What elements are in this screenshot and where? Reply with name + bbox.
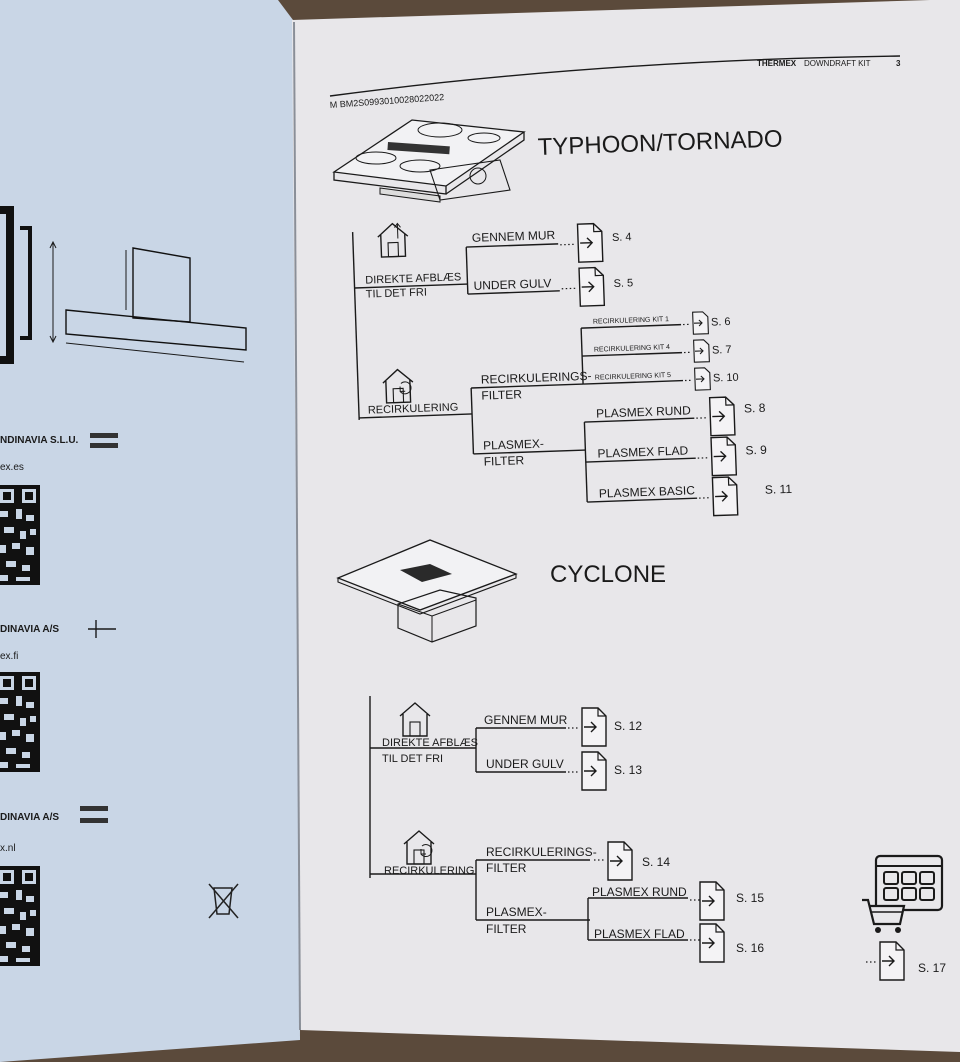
branch-label: FILTER [481, 387, 522, 402]
page-ref: S. 4 [612, 231, 632, 244]
branch-label: FILTER [486, 922, 527, 936]
left-page-content: NDINAVIA S.L.U. ex.es DINAVIA A/S ex.fi … [0, 206, 247, 966]
branch-label: PLASMEX- [483, 437, 544, 453]
option-label: PLASMEX FLAD [594, 927, 685, 941]
branch-label: RECIRKULERING [384, 865, 474, 877]
option-label: PLASMEX FLAD [597, 443, 688, 460]
distributor-url: ex.fi [0, 651, 18, 662]
webshop-cart-icon [862, 854, 944, 933]
page-ref: S. 5 [613, 277, 633, 290]
distributor-url: ex.es [0, 462, 24, 473]
product-name: DOWNDRAFT KIT [804, 59, 871, 68]
brand-name: THERMEX [757, 59, 797, 68]
page-ref: S. 17 [918, 961, 946, 975]
option-label: PLASMEX BASIC [599, 483, 696, 500]
qr-code [0, 485, 40, 585]
page-reference-icon [699, 881, 725, 921]
branch-label: FILTER [486, 861, 527, 875]
page-number: 3 [896, 59, 901, 68]
branch-label: PLASMEX- [486, 905, 547, 919]
page-ref: S. 15 [736, 891, 764, 905]
typhoon-labels: DIREKTE AFBLÆS TIL DET FRI GENNEM MUR S.… [365, 228, 793, 501]
distributor-name: DINAVIA A/S [0, 624, 59, 635]
page-ref: S. 13 [614, 763, 642, 777]
branch-label: TIL DET FRI [382, 753, 443, 765]
option-label: RECIRKULERING KIT 1 [593, 316, 669, 326]
page-ref: S. 7 [712, 344, 732, 357]
section-title: CYCLONE [550, 561, 666, 588]
page-ref: S. 14 [642, 855, 670, 869]
branch-label: DIREKTE AFBLÆS [382, 737, 478, 749]
page-reference-icon [692, 311, 709, 335]
page-reference-icon [699, 923, 725, 963]
page-reference-icon [607, 841, 633, 881]
branch-label: RECIRKULERING [368, 401, 459, 416]
page-ref: S. 16 [736, 941, 764, 955]
page-ref: S. 10 [713, 372, 739, 385]
branch-label: TIL DET FRI [366, 286, 428, 300]
page-reference-icon [581, 751, 607, 791]
right-page [292, 0, 960, 1052]
branch-label: DIREKTE AFBLÆS [365, 271, 461, 286]
branch-label: RECIRKULERINGS- [481, 369, 592, 387]
option-label: PLASMEX RUND [592, 885, 687, 899]
distributor-name: NDINAVIA S.L.U. [0, 435, 79, 446]
cyclone-labels: DIREKTE AFBLÆS TIL DET FRI GENNEM MUR S.… [382, 713, 764, 955]
page-ref: S. 6 [711, 316, 731, 329]
left-page [0, 0, 300, 1062]
typhoon-illustration [332, 119, 526, 203]
cyclone-tree [369, 696, 905, 981]
page-ref: S. 12 [614, 719, 642, 733]
weee-bin-icon [208, 883, 239, 919]
qr-code [0, 672, 40, 772]
page-ref: S. 9 [745, 443, 767, 458]
option-label: PLASMEX RUND [596, 403, 691, 420]
option-label: RECIRKULERING KIT 4 [594, 344, 670, 354]
qr-code [0, 866, 40, 966]
option-label: RECIRKULERING KIT 5 [595, 372, 671, 382]
page-reference-icon [576, 222, 604, 263]
option-label: GENNEM MUR [484, 713, 568, 727]
distributor-url: x.nl [0, 843, 16, 854]
page-reference-icon [578, 266, 606, 307]
page-ref: S. 11 [765, 482, 793, 497]
option-label: UNDER GULV [473, 276, 551, 293]
page-reference-icon [879, 941, 905, 981]
branch-label: FILTER [483, 453, 524, 468]
page-ref: S. 8 [744, 401, 766, 416]
branch-label: RECIRKULERINGS- [486, 845, 597, 859]
book-spine [293, 21, 301, 1031]
cyclone-illustration [336, 539, 518, 643]
page-reference-icon [711, 476, 739, 517]
option-label: UNDER GULV [486, 757, 564, 771]
page-reference-icon [708, 396, 736, 437]
page-reference-icon [581, 707, 607, 747]
option-label: GENNEM MUR [472, 228, 556, 245]
distributor-name: DINAVIA A/S [0, 812, 59, 823]
page-reference-icon [694, 367, 711, 391]
typhoon-tree [351, 222, 739, 517]
page-reference-icon [710, 436, 738, 477]
page-reference-icon [693, 339, 710, 363]
